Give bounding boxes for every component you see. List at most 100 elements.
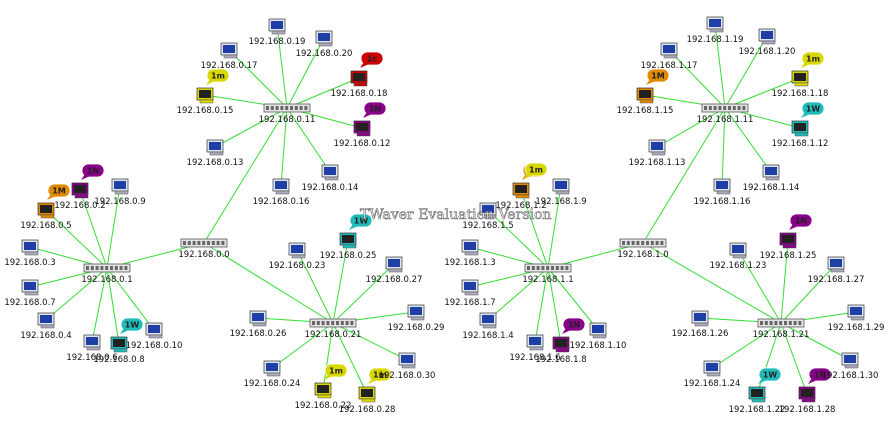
host-link (656, 107, 726, 148)
switch-node[interactable]: 192.168.1.1 (522, 263, 574, 285)
host-node[interactable]: 192.168.1.24 (684, 360, 741, 389)
switch-port (732, 106, 736, 110)
host-node[interactable]: 192.168.0.21N (54, 163, 106, 211)
switch-node[interactable]: 192.168.0.0 (178, 238, 230, 260)
host-node[interactable]: 192.168.1.4 (462, 312, 514, 341)
host-node[interactable]: 192.168.0.7 (4, 279, 56, 308)
host-node[interactable]: 192.168.0.20 (296, 30, 353, 59)
monitor-screen (732, 245, 744, 253)
monitor-stand (209, 151, 224, 156)
host-node[interactable]: 192.168.1.10 (570, 322, 627, 351)
alarm-badge-text: 1m (373, 371, 387, 380)
alarm-badge-text: 1m (806, 55, 820, 64)
alarm-badge-tail (360, 62, 369, 68)
host-link (724, 107, 772, 173)
host-node[interactable]: 192.168.0.81W (93, 317, 145, 365)
host-link (332, 263, 395, 324)
monitor-stand (765, 176, 780, 181)
host-node[interactable]: 192.168.0.27 (366, 256, 423, 285)
host-label: 192.168.0.26 (230, 329, 287, 339)
host-node[interactable]: 192.168.1.16 (694, 178, 751, 207)
alarm-badge: 1m (368, 367, 392, 384)
monitor-stand (706, 372, 721, 377)
switch-port (774, 321, 778, 325)
switch-node[interactable]: 192.168.1.0 (617, 238, 669, 260)
alarm-badge-tail (47, 194, 56, 200)
host-link (106, 267, 120, 345)
host-node[interactable]: 192.168.0.4 (20, 312, 72, 341)
monitor-screen (342, 235, 354, 243)
host-node[interactable]: 192.168.0.9 (94, 178, 146, 207)
host-node[interactable]: 192.168.1.20 (739, 28, 796, 57)
host-node[interactable]: 192.168.1.13 (629, 139, 686, 168)
host-label: 192.168.0.6 (66, 353, 117, 363)
alarm-badge-tail (368, 378, 377, 384)
host-node[interactable]: 192.168.1.19 (687, 16, 744, 45)
host-node[interactable]: 192.168.0.6 (66, 334, 118, 363)
host-node[interactable]: 192.168.1.7 (444, 279, 496, 308)
switch-node[interactable]: 192.168.0.11 (259, 103, 316, 125)
host-node[interactable]: 192.168.0.17 (201, 42, 258, 71)
host-node[interactable]: 192.168.0.13 (187, 139, 244, 168)
host-link (547, 185, 562, 269)
monitor-screen (844, 355, 856, 363)
host-node[interactable]: 192.168.1.5 (462, 202, 514, 231)
switch-node[interactable]: 192.168.0.21 (305, 318, 362, 340)
alarm-badge-text: 1c (367, 55, 378, 64)
host-node[interactable]: 192.168.1.26 (672, 310, 729, 339)
monitor-stand (751, 398, 766, 403)
host-node[interactable]: 192.168.0.30 (379, 352, 436, 381)
host-node[interactable]: 192.168.0.14 (302, 164, 359, 193)
alarm-badge-text: 1W (806, 105, 821, 114)
host-node[interactable]: 192.168.1.27 (808, 256, 865, 285)
host-node[interactable]: 192.168.1.30 (822, 352, 879, 381)
host-node[interactable]: 192.168.1.29 (828, 304, 885, 333)
host-node[interactable]: 192.168.0.23 (269, 242, 326, 271)
host-node[interactable]: 192.168.0.3 (4, 239, 56, 268)
host-node[interactable]: 192.168.1.9 (535, 178, 587, 207)
alarm-badge-text: 1N (814, 371, 826, 380)
host-node[interactable]: 192.168.0.29 (388, 304, 445, 333)
host-node[interactable]: 192.168.1.17 (641, 42, 698, 71)
alarm-badge: 1W (349, 213, 373, 230)
host-node[interactable]: 192.168.0.51M (20, 183, 72, 231)
host-node[interactable]: 192.168.1.3 (444, 239, 496, 268)
alarm-badge-bubble (47, 183, 71, 198)
host-node[interactable]: 192.168.0.10 (126, 322, 183, 351)
switch-node[interactable]: 192.168.0.1 (81, 263, 133, 285)
monitor-stand (639, 99, 654, 104)
host-node[interactable]: 192.168.0.19 (249, 18, 306, 47)
switch-node[interactable]: 192.168.1.21 (753, 318, 810, 340)
monitor-stand (24, 251, 39, 256)
host-label: 192.168.1.27 (808, 275, 865, 285)
host-node[interactable]: 192.168.1.81N (535, 317, 587, 365)
monitor-screen (74, 185, 86, 193)
host-node[interactable]: 192.168.1.6 (509, 334, 561, 363)
host-node[interactable]: 192.168.1.14 (743, 164, 800, 193)
host-label: 192.168.1.17 (641, 61, 698, 71)
monitor-screen (592, 325, 604, 333)
host-node[interactable]: 192.168.0.24 (244, 360, 301, 389)
monitor-stand (464, 251, 479, 256)
switch-node[interactable]: 192.168.1.11 (697, 103, 754, 125)
host-node[interactable]: 192.168.0.26 (230, 310, 287, 339)
host-label: 192.168.1.22 (729, 405, 786, 415)
alarm-badge: 1m (324, 363, 348, 380)
alarm-badge-bubble (120, 317, 144, 332)
monitor-screen (114, 181, 126, 189)
host-node[interactable]: 192.168.0.16 (253, 178, 310, 207)
monitor-stand (801, 398, 816, 403)
host-node[interactable]: 192.168.1.23 (710, 242, 767, 271)
